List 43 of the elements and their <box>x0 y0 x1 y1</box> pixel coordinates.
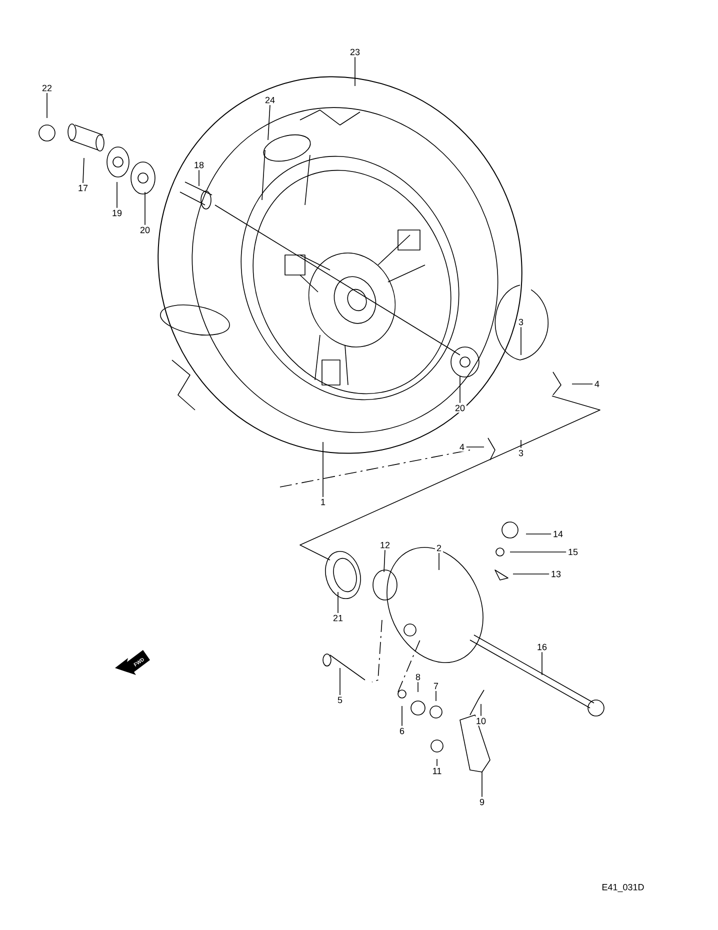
callout-number: 18 <box>192 160 206 170</box>
callout-number: 22 <box>40 83 54 93</box>
callout-number: 14 <box>552 529 564 539</box>
callout-number: 15 <box>566 547 580 557</box>
callout-number: 9 <box>478 797 486 807</box>
callout-number: 24 <box>264 95 276 105</box>
callout-number: 20 <box>138 225 152 235</box>
callout-number: 1 <box>319 497 327 507</box>
leader-line <box>144 192 146 226</box>
leader-line <box>268 104 270 140</box>
callout-number: 2 <box>435 543 443 553</box>
leader-line <box>466 446 484 448</box>
callout-number: 12 <box>378 540 392 550</box>
callout-number: 5 <box>336 695 344 705</box>
callout-number: 19 <box>110 208 124 218</box>
callout-number: 11 <box>430 766 444 776</box>
callout-number: 21 <box>332 613 344 623</box>
callout-number: 17 <box>76 183 90 193</box>
leader-line <box>354 56 356 86</box>
callout-number: 16 <box>535 642 548 652</box>
drawing-number: E41_031D <box>602 884 644 892</box>
callout-number: 23 <box>348 47 362 57</box>
leader-line <box>480 704 482 716</box>
callout-number: 7 <box>432 681 440 691</box>
callout-number: 4 <box>593 379 601 389</box>
leader-line <box>116 182 118 208</box>
leader-line <box>520 326 522 356</box>
leader-line <box>438 552 440 570</box>
callout-number: 3 <box>517 317 525 327</box>
leader-line <box>46 92 48 118</box>
callout-number: 3 <box>517 448 525 458</box>
callout-number: 20 <box>454 403 466 413</box>
leader-line <box>198 170 200 186</box>
callout-number: 8 <box>414 672 422 682</box>
leader-line <box>82 158 84 184</box>
callout-number: 13 <box>550 569 562 579</box>
leader-line <box>384 550 386 572</box>
callout-number: 6 <box>398 726 406 736</box>
leader-line <box>520 440 522 448</box>
leader-line <box>322 442 324 498</box>
leader-line <box>436 758 438 766</box>
callout-number: 4 <box>458 442 466 452</box>
callout-number: 10 <box>474 716 488 726</box>
